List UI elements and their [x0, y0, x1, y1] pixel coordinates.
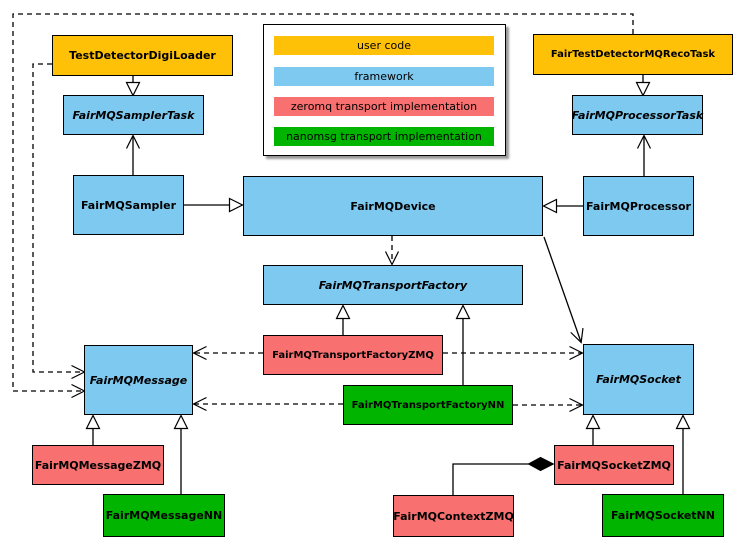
node-fairtestdetectormqrecotask: FairTestDetectorMQRecoTask — [533, 34, 733, 75]
node-fairmqsocketnn: FairMQSocketNN — [602, 494, 724, 537]
legend: user code framework zeromq transport imp… — [263, 24, 506, 156]
node-fairmqsamplertask: FairMQSamplerTask — [63, 95, 204, 135]
legend-item-nanomsg: nanomsg transport implementation — [274, 127, 494, 146]
node-testdetectordigiloader: TestDetectorDigiLoader — [52, 35, 233, 76]
node-fairmqtransportfactorynn: FairMQTransportFactoryNN — [343, 385, 513, 425]
node-fairmqcontextzmq: FairMQContextZMQ — [393, 495, 514, 537]
edge-contextzmq-socketzmq — [452, 464, 553, 495]
legend-label: framework — [354, 70, 414, 83]
edge-digiloader-message — [32, 63, 86, 380]
legend-label: user code — [356, 39, 412, 52]
node-fairmqtransportfactory: FairMQTransportFactory — [263, 265, 523, 305]
node-fairmqprocessortask: FairMQProcessorTask — [572, 95, 703, 135]
edge-device-socket — [543, 236, 584, 344]
node-fairmqprocessor: FairMQProcessor — [583, 176, 694, 236]
node-fairmqdevice: FairMQDevice — [243, 176, 543, 236]
legend-item-framework: framework — [274, 67, 494, 86]
node-fairmqmessagezmq: FairMQMessageZMQ — [32, 445, 164, 485]
edge-recotask-message — [12, 13, 634, 399]
node-fairmqmessage: FairMQMessage — [84, 345, 193, 415]
node-fairmqsocket: FairMQSocket — [583, 344, 694, 415]
node-fairmqsampler: FairMQSampler — [73, 175, 184, 235]
legend-label: nanomsg transport implementation — [286, 130, 482, 143]
node-fairmqmessagenn: FairMQMessageNN — [103, 494, 225, 537]
legend-item-user-code: user code — [274, 36, 494, 55]
legend-label: zeromq transport implementation — [290, 100, 478, 113]
node-fairmqsocketzmq: FairMQSocketZMQ — [554, 445, 674, 485]
legend-item-zeromq: zeromq transport implementation — [274, 97, 494, 116]
node-fairmqtransportfactoryzmq: FairMQTransportFactoryZMQ — [263, 335, 443, 375]
